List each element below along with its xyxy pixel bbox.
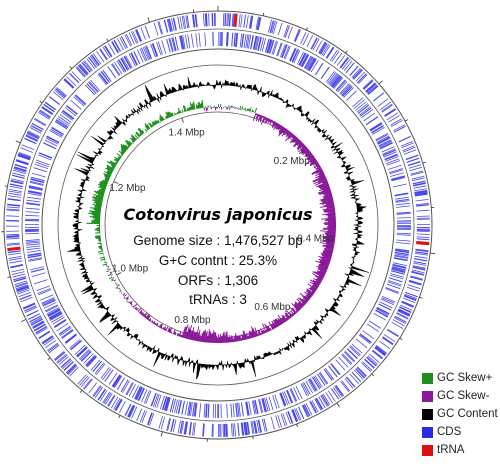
outer-tick	[371, 373, 375, 377]
outer-tick	[79, 390, 83, 393]
cds-track-outer	[5, 12, 431, 438]
legend-item-gc-content: GC Content	[422, 406, 498, 422]
scale-tick-label: 0.4 Mbp	[297, 233, 334, 244]
legend-item-trna: tRNA	[422, 442, 498, 458]
scale-tick	[188, 329, 191, 335]
trna-mark	[233, 13, 238, 27]
outer-tick	[422, 161, 426, 164]
outer-tick	[305, 27, 308, 31]
trna-mark	[7, 246, 21, 252]
outer-tick	[15, 140, 21, 144]
legend: GC Skew+ GC Skew- GC Content CDS tRNA	[422, 370, 498, 460]
outer-tick	[296, 423, 298, 428]
outer-tick	[4, 185, 8, 187]
legend-label: tRNA	[437, 444, 465, 456]
outer-tick	[47, 357, 51, 361]
stat-orfs: ORFs : 1,306	[178, 273, 258, 288]
scale-tick	[113, 181, 119, 184]
scale-tick	[277, 314, 282, 320]
outer-tick	[21, 319, 27, 322]
stat-gc-content: G+C contnt : 25.3%	[159, 253, 277, 268]
map-center-text: Cotonvirus japonicus Genome size : 1,476…	[123, 205, 312, 307]
legend-item-gc-skew-minus: GC Skew-	[422, 388, 498, 404]
track-ring	[21, 28, 415, 422]
gc-skew-negative-track	[101, 107, 336, 343]
legend-item-cds: CDS	[422, 424, 498, 440]
outer-tick	[118, 415, 121, 419]
gc-content-track	[67, 76, 370, 380]
map-tracks	[3, 10, 433, 440]
legend-label: CDS	[437, 426, 462, 438]
outer-tick	[106, 38, 109, 42]
legend-label: GC Content	[437, 408, 498, 420]
scale-tick-label: 0.2 Mbp	[274, 156, 311, 167]
stat-genome-size: Genome size : 1,476,527 bp	[133, 233, 303, 248]
legend-swatch	[422, 390, 433, 402]
genome-name: Cotonvirus japonicus	[123, 205, 312, 224]
legend-swatch	[422, 408, 433, 420]
cds-track-inner	[24, 31, 412, 419]
scale-tick-label: 0.8 Mbp	[174, 315, 211, 326]
scale-tick-label: 1.4 Mbp	[169, 128, 206, 139]
outer-tick	[7, 276, 11, 278]
outer-tick	[430, 252, 436, 255]
legend-swatch	[422, 426, 433, 438]
scale-tick	[325, 238, 331, 241]
scale-tick	[298, 150, 304, 155]
map-ticks: 0.2 Mbp 0.4 Mbp 0.6 Mbp 0.8 Mbp 1.0 Mbp 1.2 M…	[1, 6, 436, 442]
outer-tick	[147, 17, 150, 23]
scale-tick	[116, 272, 122, 276]
legend-swatch	[422, 372, 433, 384]
outer-tick	[345, 50, 348, 54]
scale-tick-label: 0.6 Mbp	[254, 302, 291, 313]
outer-tick	[39, 100, 43, 104]
outer-tick	[160, 431, 163, 437]
stat-trnas: tRNAs : 3	[189, 292, 247, 307]
scale-tick-label: 1.2 Mbp	[109, 183, 146, 194]
track-ring	[41, 48, 395, 402]
legend-label: GC Skew-	[437, 390, 490, 402]
scale-tick-label: 1.0 Mbp	[112, 264, 149, 275]
outer-tick	[69, 66, 73, 69]
legend-item-gc-skew-plus: GC Skew+	[422, 370, 498, 386]
trna-mark	[416, 241, 430, 246]
outer-tick	[404, 119, 408, 122]
outer-tick	[262, 12, 265, 16]
track-ring	[57, 64, 379, 386]
scale-tick	[181, 117, 184, 123]
legend-label: GC Skew+	[437, 372, 493, 384]
outer-tick	[419, 296, 423, 299]
outer-tick	[336, 402, 340, 408]
outer-tick	[378, 80, 383, 85]
legend-swatch	[422, 444, 433, 456]
outer-tick	[399, 337, 403, 341]
